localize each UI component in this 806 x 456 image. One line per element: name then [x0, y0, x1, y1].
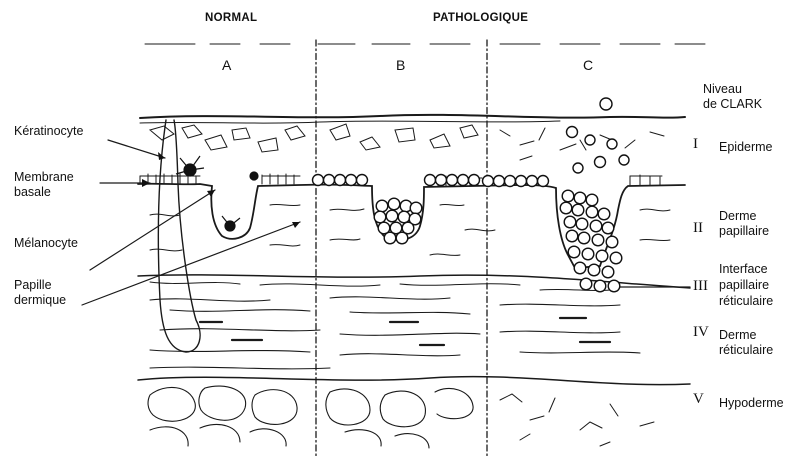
header-normal: NORMAL: [205, 12, 257, 24]
tumor-cell-nests: [313, 98, 630, 292]
skin-surface: [140, 115, 685, 118]
tumor-cell: [425, 175, 436, 186]
level-2-numeral: II: [693, 220, 703, 237]
column-a-label: A: [222, 57, 231, 73]
tumor-cell: [600, 98, 612, 110]
tumor-cell: [436, 175, 447, 186]
tumor-cell: [396, 232, 408, 244]
tumor-cell: [374, 211, 386, 223]
level-1-label-line-1: Epiderme: [719, 140, 773, 155]
level-1-numeral: I: [693, 136, 698, 153]
tumor-cell: [602, 222, 614, 234]
tumor-cell: [458, 175, 469, 186]
tumor-cell: [582, 248, 594, 260]
level-5-label-line-1: Hypoderme: [719, 396, 784, 411]
tumor-cell: [598, 208, 610, 220]
tumor-cell: [585, 135, 595, 145]
tumor-cell: [447, 175, 458, 186]
tumor-cell: [566, 230, 578, 242]
level-3-label-line-3: réticulaire: [719, 294, 773, 309]
tumor-cell: [590, 220, 602, 232]
column-b-label: B: [396, 57, 405, 73]
hair-follicle: [158, 120, 200, 352]
tumor-cell: [602, 266, 614, 278]
column-c-label: C: [583, 57, 593, 73]
level-4-label-line-2: réticulaire: [719, 343, 773, 358]
tumor-cell: [564, 216, 576, 228]
tumor-cell: [594, 280, 606, 292]
tumor-cell: [567, 127, 578, 138]
tumor-cell: [388, 198, 400, 210]
tumor-cell: [562, 190, 574, 202]
tumor-cell: [574, 262, 586, 274]
level-2-label-line-1: Derme: [719, 209, 757, 224]
tumor-cell: [376, 200, 388, 212]
tumor-cell: [576, 218, 588, 230]
level-3-numeral: III: [693, 278, 708, 295]
level-3-label-line-1: Interface: [719, 262, 768, 277]
clark-title-line-2: de CLARK: [703, 97, 762, 112]
tumor-cell: [324, 175, 335, 186]
level-3-label-line-2: papillaire: [719, 278, 769, 293]
label-membrane-line-2: basale: [14, 185, 51, 200]
tumor-cell: [560, 202, 572, 214]
tumor-cell: [398, 211, 410, 223]
level-4-label-line-1: Derme: [719, 328, 757, 343]
tumor-cell: [606, 236, 618, 248]
tumor-cell: [610, 252, 622, 264]
tumor-cell: [313, 175, 324, 186]
tumor-cell: [335, 175, 346, 186]
level-5-numeral: V: [693, 391, 704, 408]
tumor-cell: [568, 246, 580, 258]
label-papille-line-2: dermique: [14, 293, 66, 308]
level-2-label-line-2: papillaire: [719, 224, 769, 239]
tumor-cell: [410, 202, 422, 214]
tumor-cell: [619, 155, 629, 165]
hypodermis-boundary: [138, 377, 690, 385]
tumor-cell: [505, 176, 516, 187]
tumor-cell: [608, 280, 620, 292]
tumor-cell: [538, 176, 549, 187]
melanocytes: [176, 156, 258, 231]
tumor-cell: [469, 175, 480, 186]
tumor-cell: [586, 194, 598, 206]
tumor-cell: [494, 176, 505, 187]
tumor-cell: [573, 163, 583, 173]
tumor-cell: [516, 176, 527, 187]
label-melanocyte: Mélanocyte: [14, 236, 78, 251]
label-membrane-line-1: Membrane: [14, 170, 74, 185]
label-keratinocyte: Kératinocyte: [14, 124, 83, 139]
tumor-cell: [592, 234, 604, 246]
tumor-cell: [384, 232, 396, 244]
tumor-cell: [574, 192, 586, 204]
tumor-cell: [527, 176, 538, 187]
label-papille-line-1: Papille: [14, 278, 52, 293]
tumor-cell: [578, 232, 590, 244]
level-4-numeral: IV: [693, 324, 709, 341]
tumor-cell: [596, 250, 608, 262]
tumor-cell: [572, 204, 584, 216]
tumor-cell: [483, 176, 494, 187]
tumor-cell: [595, 157, 606, 168]
tumor-cell: [357, 175, 368, 186]
tumor-cell: [588, 264, 600, 276]
tumor-cell: [346, 175, 357, 186]
clark-title-line-1: Niveau: [703, 82, 742, 97]
tumor-cell: [386, 210, 398, 222]
tumor-cell: [607, 139, 617, 149]
tumor-cell: [580, 278, 592, 290]
tumor-cell: [586, 206, 598, 218]
header-pathologique: PATHOLOGIQUE: [433, 12, 528, 24]
